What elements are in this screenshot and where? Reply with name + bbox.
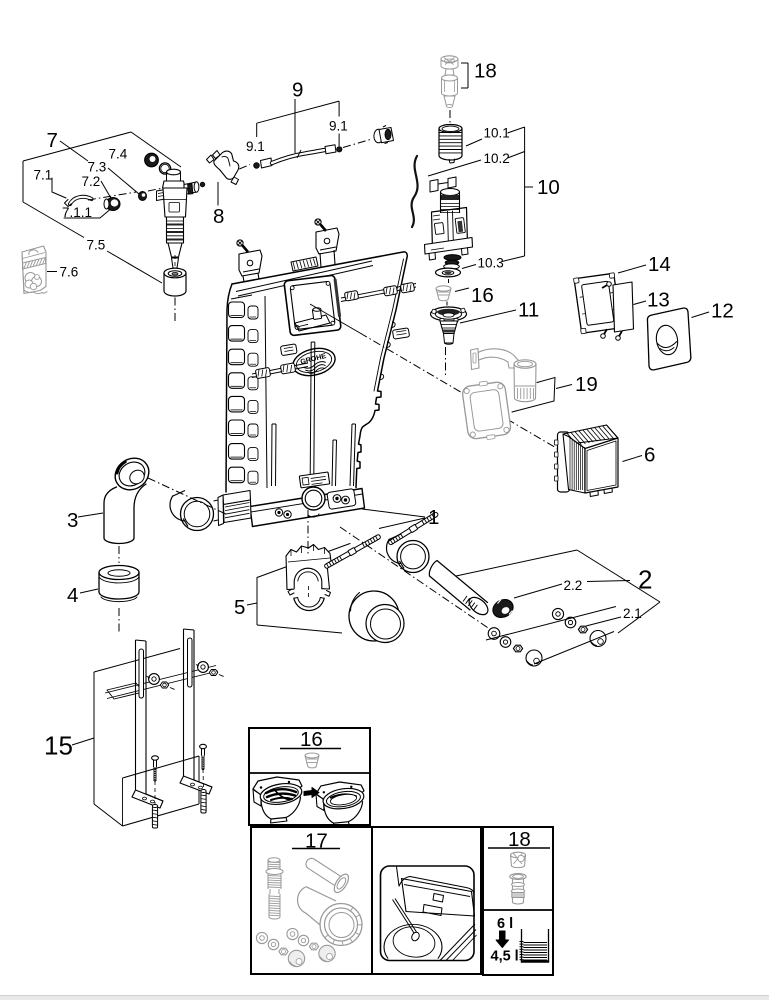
svg-text:13: 13 bbox=[647, 289, 670, 312]
svg-text:11: 11 bbox=[518, 299, 539, 322]
svg-text:10.1: 10.1 bbox=[484, 126, 510, 141]
svg-text:10.3: 10.3 bbox=[478, 256, 504, 271]
svg-text:6: 6 bbox=[644, 444, 655, 467]
svg-text:9: 9 bbox=[292, 79, 303, 102]
svg-text:7.1: 7.1 bbox=[34, 168, 53, 183]
svg-text:10.2: 10.2 bbox=[484, 151, 510, 166]
svg-text:10: 10 bbox=[537, 176, 560, 199]
svg-text:3: 3 bbox=[67, 509, 78, 532]
svg-text:8: 8 bbox=[213, 205, 224, 228]
svg-text:7.2: 7.2 bbox=[82, 174, 101, 189]
svg-text:1: 1 bbox=[428, 506, 439, 529]
svg-text:4: 4 bbox=[67, 584, 78, 607]
svg-text:7.6: 7.6 bbox=[60, 265, 79, 280]
svg-text:7.4: 7.4 bbox=[109, 147, 128, 162]
svg-text:18: 18 bbox=[508, 828, 531, 851]
svg-text:17: 17 bbox=[305, 830, 328, 853]
svg-text:18: 18 bbox=[474, 60, 497, 83]
svg-text:6 l: 6 l bbox=[497, 916, 513, 932]
svg-text:5: 5 bbox=[234, 596, 245, 619]
svg-text:2.1: 2.1 bbox=[623, 606, 642, 621]
svg-text:9.1: 9.1 bbox=[329, 119, 348, 134]
svg-text:4,5 l: 4,5 l bbox=[491, 949, 519, 965]
svg-text:15: 15 bbox=[44, 731, 73, 761]
svg-text:9.1: 9.1 bbox=[246, 139, 265, 154]
svg-text:16: 16 bbox=[471, 284, 494, 307]
svg-text:19: 19 bbox=[575, 373, 598, 396]
svg-text:2: 2 bbox=[638, 565, 652, 595]
svg-text:2.2: 2.2 bbox=[564, 578, 583, 593]
svg-text:12: 12 bbox=[711, 300, 734, 323]
svg-text:16: 16 bbox=[300, 728, 323, 751]
svg-text:7: 7 bbox=[47, 129, 58, 152]
svg-text:7.3: 7.3 bbox=[88, 160, 107, 175]
svg-text:7.1.1: 7.1.1 bbox=[62, 205, 92, 220]
svg-text:14: 14 bbox=[648, 253, 671, 276]
svg-text:7.5: 7.5 bbox=[87, 238, 106, 253]
